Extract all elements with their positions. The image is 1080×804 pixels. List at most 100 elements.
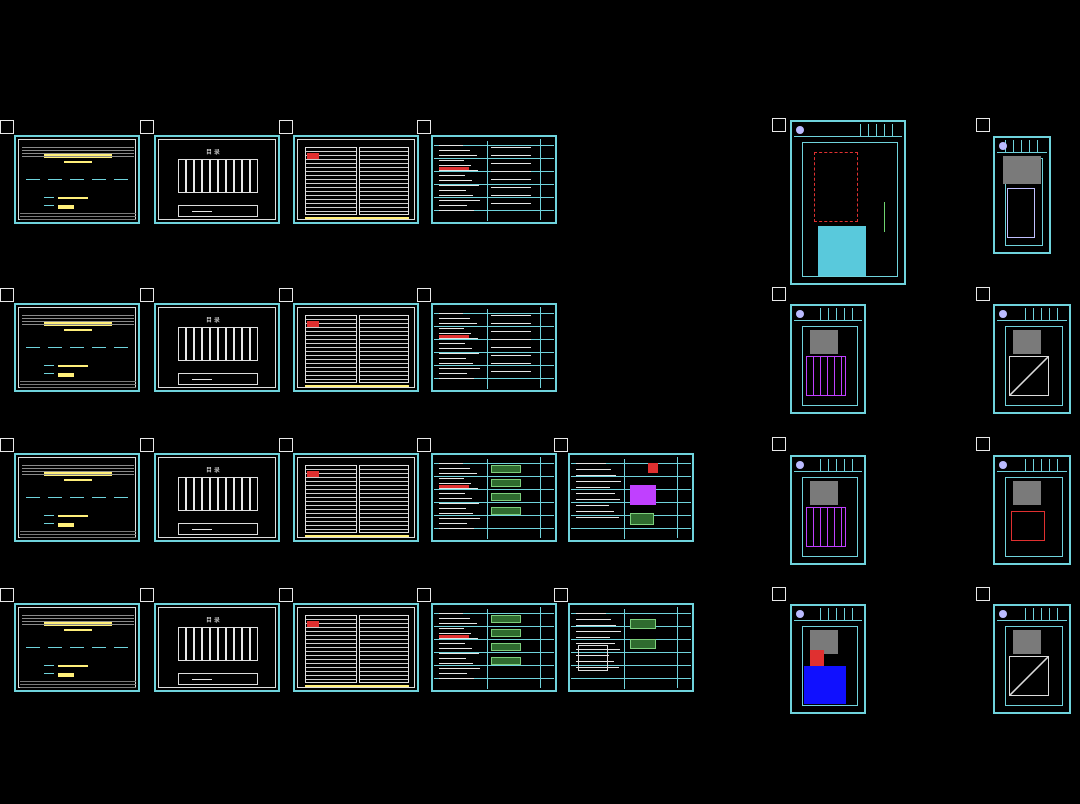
title-block-seg bbox=[434, 613, 554, 614]
drawing-sheet[interactable] bbox=[14, 303, 140, 392]
note-line bbox=[439, 313, 463, 314]
title-strip-cell bbox=[828, 608, 829, 620]
divider bbox=[487, 309, 488, 389]
drawing-sheet[interactable] bbox=[293, 135, 419, 224]
sheet-grip-marker[interactable] bbox=[279, 288, 293, 302]
title-strip-cell bbox=[1021, 140, 1022, 152]
sheet-grip-marker[interactable] bbox=[772, 287, 786, 301]
annotation-line bbox=[884, 202, 885, 232]
sheet-grip-marker[interactable] bbox=[772, 118, 786, 132]
drawing-sheet[interactable] bbox=[14, 453, 140, 542]
cover-field-cyan bbox=[44, 365, 54, 366]
drawing-sheet[interactable] bbox=[431, 603, 557, 692]
sheet-grip-marker[interactable] bbox=[976, 287, 990, 301]
note-line bbox=[439, 623, 477, 624]
title-block-seg bbox=[571, 613, 691, 614]
cover-rule bbox=[22, 615, 134, 616]
note-line-r bbox=[491, 187, 531, 188]
title-strip-cell bbox=[1041, 608, 1042, 620]
title-block-seg bbox=[434, 365, 554, 366]
plan-sheet[interactable] bbox=[790, 455, 866, 565]
title-block-seg bbox=[571, 665, 691, 666]
note-line bbox=[439, 468, 470, 469]
drawing-sheet[interactable]: 目 录 bbox=[154, 135, 280, 224]
sheet-grip-marker[interactable] bbox=[772, 437, 786, 451]
drawing-sheet[interactable] bbox=[431, 303, 557, 392]
note-line bbox=[439, 200, 480, 201]
note-line bbox=[439, 150, 470, 151]
note-line bbox=[439, 618, 470, 619]
index-footer-line bbox=[192, 211, 212, 212]
sheet-frame bbox=[158, 457, 276, 538]
plan-gray-fill bbox=[1013, 330, 1041, 354]
title-strip-cell bbox=[820, 608, 821, 620]
plan-sheet[interactable] bbox=[790, 604, 866, 714]
index-heading: 目 录 bbox=[206, 149, 220, 156]
sheet-grip-marker[interactable] bbox=[0, 120, 14, 134]
plan-sheet[interactable] bbox=[993, 136, 1051, 254]
notes-red-mark bbox=[307, 153, 319, 159]
title-block bbox=[540, 457, 553, 538]
plan-sheet[interactable] bbox=[993, 304, 1071, 414]
sheet-grip-marker[interactable] bbox=[976, 118, 990, 132]
title-strip-cell bbox=[1013, 140, 1014, 152]
sheet-grip-marker[interactable] bbox=[554, 588, 568, 602]
plan-sheet[interactable] bbox=[993, 455, 1071, 565]
note-line bbox=[439, 643, 465, 644]
sheet-grip-marker[interactable] bbox=[0, 588, 14, 602]
drawing-sheet[interactable]: 目 录 bbox=[154, 303, 280, 392]
sheet-grip-marker[interactable] bbox=[279, 588, 293, 602]
note-line bbox=[439, 653, 479, 654]
sheet-grip-marker[interactable] bbox=[279, 438, 293, 452]
drawing-sheet[interactable]: 目 录 bbox=[154, 603, 280, 692]
sheet-grip-marker[interactable] bbox=[554, 438, 568, 452]
sheet-grip-marker[interactable] bbox=[0, 438, 14, 452]
drawing-sheet[interactable] bbox=[568, 453, 694, 542]
sheet-grip-marker[interactable] bbox=[140, 120, 154, 134]
sheet-grip-marker[interactable] bbox=[976, 437, 990, 451]
sheet-grip-marker[interactable] bbox=[417, 120, 431, 134]
sheet-grip-marker[interactable] bbox=[140, 438, 154, 452]
note-red bbox=[439, 335, 469, 338]
drawing-sheet[interactable] bbox=[293, 603, 419, 692]
drawing-sheet[interactable] bbox=[431, 135, 557, 224]
cover-field bbox=[26, 497, 40, 498]
cover-rule bbox=[22, 147, 134, 148]
plan-sheet[interactable] bbox=[993, 604, 1071, 714]
sheet-grip-marker[interactable] bbox=[140, 588, 154, 602]
note-line bbox=[576, 463, 606, 464]
sheet-grip-marker[interactable] bbox=[417, 288, 431, 302]
cover-bottom-rule bbox=[20, 537, 136, 538]
plan-sheet[interactable] bbox=[790, 120, 906, 285]
cover-bottom-rule bbox=[20, 384, 136, 385]
note-line bbox=[439, 363, 473, 364]
sheet-grip-marker[interactable] bbox=[140, 288, 154, 302]
sheet-frame bbox=[297, 307, 415, 388]
drawing-sheet[interactable] bbox=[293, 453, 419, 542]
title-strip-cell bbox=[1025, 459, 1026, 471]
title-strip-cell bbox=[844, 459, 845, 471]
note-line bbox=[439, 523, 467, 524]
sheet-grip-marker[interactable] bbox=[279, 120, 293, 134]
drawing-sheet[interactable] bbox=[431, 453, 557, 542]
drawing-sheet[interactable] bbox=[14, 135, 140, 224]
green-table bbox=[491, 629, 521, 637]
sheet-grip-marker[interactable] bbox=[976, 587, 990, 601]
index-heading: 目 录 bbox=[206, 317, 220, 324]
drawing-sheet[interactable] bbox=[293, 303, 419, 392]
drawing-sheet[interactable] bbox=[14, 603, 140, 692]
sheet-grip-marker[interactable] bbox=[772, 587, 786, 601]
note-line bbox=[439, 658, 466, 659]
sheet-grip-marker[interactable] bbox=[417, 438, 431, 452]
drawing-sheet[interactable] bbox=[568, 603, 694, 692]
cover-subtitle-bar bbox=[64, 329, 92, 331]
title-block-seg bbox=[434, 515, 554, 516]
plan-sheet[interactable] bbox=[790, 304, 866, 414]
notes-table-right bbox=[359, 465, 409, 533]
sheet-grip-marker[interactable] bbox=[417, 588, 431, 602]
title-strip-cell bbox=[852, 459, 853, 471]
drawing-sheet[interactable]: 目 录 bbox=[154, 453, 280, 542]
sheet-grip-marker[interactable] bbox=[0, 288, 14, 302]
note-line bbox=[439, 170, 478, 171]
